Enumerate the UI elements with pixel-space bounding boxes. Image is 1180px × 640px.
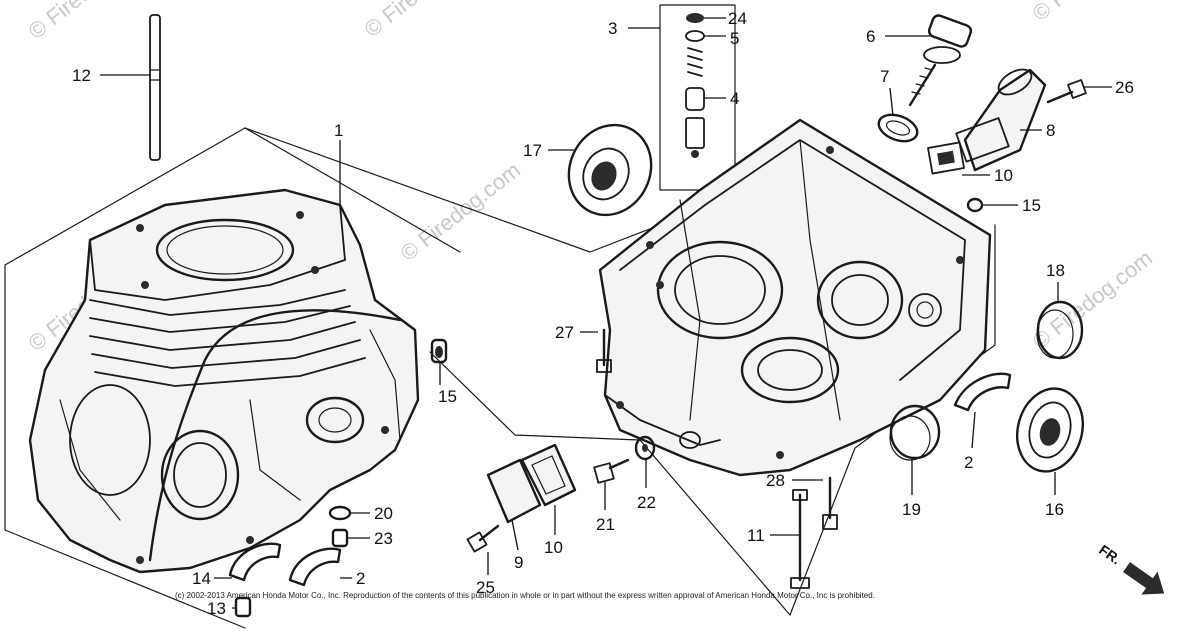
seal-15-right xyxy=(966,197,984,213)
gasket-10-lower xyxy=(520,443,577,507)
relief-valve-assembly xyxy=(685,13,705,158)
dowel-23 xyxy=(331,528,349,548)
seal-15-left xyxy=(430,338,448,364)
watermark: © Firedog.com xyxy=(360,0,489,42)
part-label-2-right[interactable]: 2 xyxy=(964,453,973,472)
leader-lines xyxy=(100,17,1112,609)
copyright-notice: (c) 2002-2013 American Honda Motor Co., … xyxy=(175,591,875,600)
part-label-10-top[interactable]: 10 xyxy=(994,166,1013,185)
watermark: © Firedog.com xyxy=(24,0,153,44)
intake-pipe-8 xyxy=(955,68,1047,172)
part-label-18[interactable]: 18 xyxy=(1046,261,1065,280)
washer-22 xyxy=(634,435,656,461)
part-label-9[interactable]: 9 xyxy=(514,553,523,572)
part-label-21[interactable]: 21 xyxy=(596,515,615,534)
bolt-21 xyxy=(593,458,630,484)
watermark: © Firedog.com xyxy=(1028,0,1157,26)
bearing-shell-14 xyxy=(228,542,282,582)
gasket-10-top xyxy=(927,141,965,175)
front-direction-label: FR. xyxy=(1096,541,1124,567)
part-label-22[interactable]: 22 xyxy=(637,493,656,512)
part-label-10-lower[interactable]: 10 xyxy=(544,538,563,557)
dowel-13 xyxy=(234,596,252,618)
bolt-11 xyxy=(790,489,810,589)
part-labels: 12 1 3 24 5 4 6 7 26 8 10 15 17 18 15 27… xyxy=(72,9,1134,618)
part-label-15-right[interactable]: 15 xyxy=(1022,196,1041,215)
right-crankcase xyxy=(598,118,992,477)
plug-18 xyxy=(1036,300,1084,360)
part-label-26[interactable]: 26 xyxy=(1115,78,1134,97)
oil-filler-cap-6 xyxy=(908,14,973,107)
part-label-23[interactable]: 23 xyxy=(374,529,393,548)
part-label-5[interactable]: 5 xyxy=(730,29,739,48)
part-label-2-left[interactable]: 2 xyxy=(356,569,365,588)
bolt-26 xyxy=(1046,79,1087,104)
part-label-4[interactable]: 4 xyxy=(730,89,739,108)
part-label-14[interactable]: 14 xyxy=(192,569,211,588)
part-label-17[interactable]: 17 xyxy=(523,141,542,160)
part-label-13[interactable]: 13 xyxy=(207,599,226,618)
bearing-shell-2-left xyxy=(288,547,342,587)
o-ring-20 xyxy=(328,505,352,521)
oil-seal-17 xyxy=(567,123,653,217)
part-label-15-left[interactable]: 15 xyxy=(438,387,457,406)
bolt-27 xyxy=(596,328,612,373)
cover-plate-9 xyxy=(486,458,542,524)
left-crankcase xyxy=(28,188,420,574)
part-label-27[interactable]: 27 xyxy=(555,323,574,342)
watermark: © Firedog.com xyxy=(396,157,525,266)
part-label-24[interactable]: 24 xyxy=(728,9,747,28)
o-ring-7 xyxy=(877,113,919,143)
part-label-6[interactable]: 6 xyxy=(866,27,875,46)
part-label-3[interactable]: 3 xyxy=(608,19,617,38)
plug-19 xyxy=(889,404,941,461)
part-label-12[interactable]: 12 xyxy=(72,66,91,85)
oil-seal-16 xyxy=(1016,387,1084,473)
part-label-28[interactable]: 28 xyxy=(766,471,785,490)
part-label-25[interactable]: 25 xyxy=(476,578,495,597)
part-label-19[interactable]: 19 xyxy=(902,500,921,519)
bolt-25 xyxy=(466,524,500,553)
part-label-7[interactable]: 7 xyxy=(880,67,889,86)
part-label-11[interactable]: 11 xyxy=(747,526,765,545)
part-label-8[interactable]: 8 xyxy=(1046,121,1055,140)
front-direction-indicator: FR. xyxy=(1096,541,1165,595)
part-label-1[interactable]: 1 xyxy=(334,121,343,140)
arrow-right-icon xyxy=(1123,562,1165,595)
bearing-shell-2-right xyxy=(953,372,1012,412)
dowel-pin-12 xyxy=(149,14,161,161)
part-label-20[interactable]: 20 xyxy=(374,504,393,523)
bolt-28 xyxy=(822,476,838,530)
part-label-16[interactable]: 16 xyxy=(1045,500,1064,519)
